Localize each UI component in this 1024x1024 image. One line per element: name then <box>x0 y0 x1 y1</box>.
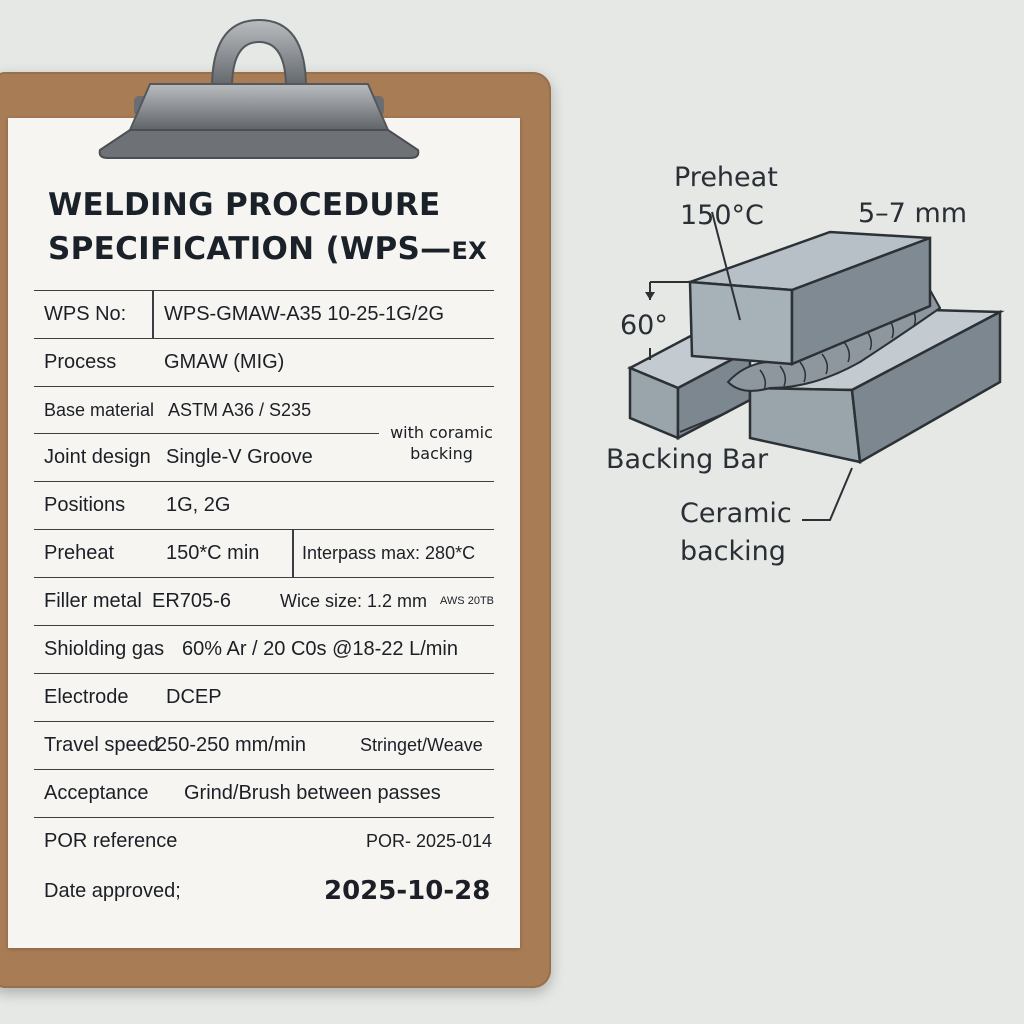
joint-design-label: Joint design <box>44 446 151 468</box>
wps-no-label: WPS No: <box>44 303 127 325</box>
row-preheat: Preheat 150*C min Interpass max: 280*C <box>34 530 494 578</box>
preheat-temp-label: 150°C <box>680 200 764 231</box>
wire-size-value: Wice size: 1.2 mm <box>280 591 428 611</box>
clipboard-clip-icon <box>98 18 420 159</box>
preheat-value: 150*C min <box>166 542 260 564</box>
positions-value: 1G, 2G <box>166 494 231 516</box>
title-line-2: SPECIFICATION (WPS— <box>48 231 452 267</box>
row-acceptance: Acceptance Grind/Brush between passes <box>34 770 494 818</box>
wps-no-value: WPS-GMAW-A35 10-25-1G/2G <box>164 303 445 325</box>
travel-speed-label: Travel speed <box>44 734 159 756</box>
travel-speed-value: 250-250 mm/min <box>156 734 307 756</box>
row-positions: Positions 1G, 2G <box>34 482 494 530</box>
interpass-value: Interpass max: 280*C <box>302 543 476 563</box>
joint-design-value: Single-V Groove <box>166 446 313 468</box>
filler-metal-label: Filler metal <box>44 590 142 612</box>
preheat-label: Preheat <box>674 162 778 193</box>
positions-label: Positions <box>44 494 126 516</box>
row-electrode: Electrode DCEP <box>34 674 494 722</box>
spec-table: WPS No: WPS-GMAW-A35 10-25-1G/2G Process… <box>34 290 494 917</box>
welded-joint-illustration-icon <box>627 211 1005 521</box>
joint-design-note: with coramic backing <box>390 423 493 463</box>
electrode-value: DCEP <box>166 686 222 708</box>
thickness-label: 5–7 mm <box>858 198 968 229</box>
date-approved-value: 2025-10-28 <box>324 876 491 906</box>
groove-angle-label: 60° <box>620 310 668 341</box>
por-reference-value: POR- 2025-014 <box>366 831 493 851</box>
electrode-label: Electrode <box>44 686 129 708</box>
row-joint-design: Joint design Single-V Groove with corami… <box>34 423 494 482</box>
acceptance-label: Acceptance <box>44 782 149 804</box>
row-por-reference: POR reference POR- 2025-014 <box>34 818 494 865</box>
title-line-1: WELDING PROCEDURE <box>48 187 441 223</box>
joint-diagram: Preheat 150°C 5–7 mm 60° Backing Bar Cer… <box>590 150 1020 590</box>
shielding-gas-label: Shiolding gas <box>44 638 165 660</box>
date-approved-label: Date approved; <box>44 880 181 902</box>
base-material-value: ASTM A36 / S235 <box>168 400 312 420</box>
row-process: Process GMAW (MIG) <box>34 339 494 387</box>
preheat-label: Preheat <box>44 542 115 564</box>
process-value: GMAW (MIG) <box>164 351 285 373</box>
row-base-material: Base material ASTM A36 / S235 <box>34 387 494 434</box>
aws-class-value: AWS 20TB <box>440 595 494 607</box>
row-filler-metal: Filler metal ER705-6 Wice size: 1.2 mm A… <box>34 578 494 626</box>
document-title: WELDING PROCEDURE SPECIFICATION (WPS—EX <box>48 183 518 273</box>
backing-bar-label: Backing Bar <box>606 444 769 475</box>
por-reference-label: POR reference <box>44 830 178 852</box>
row-wps-no: WPS No: WPS-GMAW-A35 10-25-1G/2G <box>34 290 494 339</box>
row-date-approved: Date approved; 2025-10-28 <box>34 865 494 917</box>
filler-metal-value: ER705-6 <box>152 590 231 612</box>
title-suffix: EX <box>451 237 487 265</box>
acceptance-value: Grind/Brush between passes <box>184 782 441 804</box>
shielding-gas-value: 60% Ar / 20 C0s @18-22 L/min <box>182 638 458 660</box>
base-material-label: Base material <box>44 400 155 420</box>
ceramic-label: Ceramic <box>680 498 792 529</box>
row-shielding-gas: Shiolding gas 60% Ar / 20 C0s @18-22 L/m… <box>34 626 494 674</box>
wps-document <box>8 118 520 948</box>
ceramic-backing-label: backing <box>680 536 786 567</box>
process-label: Process <box>44 351 117 373</box>
bead-technique-value: Stringet/Weave <box>360 735 483 755</box>
row-travel-speed: Travel speed 250-250 mm/min Stringet/Wea… <box>34 722 494 770</box>
